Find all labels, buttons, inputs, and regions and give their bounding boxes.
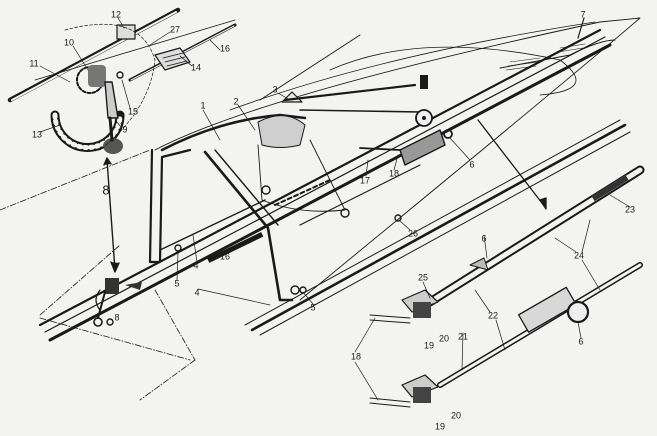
detail-leaders (354, 194, 631, 401)
callout-3: 3 (272, 84, 278, 95)
callout-9: 9 (122, 124, 128, 135)
callout-19a: 19 (423, 340, 435, 351)
callout-19b: 19 (434, 421, 446, 432)
callout-14: 14 (190, 62, 202, 73)
upper-slide-detail (369, 165, 645, 324)
callout-4a: 4 (194, 287, 200, 298)
callout-26: 26 (407, 228, 419, 239)
rear-pivot (359, 75, 453, 166)
callout-24: 24 (573, 250, 585, 261)
view-cone (0, 149, 196, 401)
callout-5b: 5 (310, 302, 316, 313)
lower-slide-detail (369, 262, 643, 408)
callout-6c: 6 (578, 336, 584, 347)
callout-6b: 6 (481, 233, 487, 244)
double-arrow-8 (103, 157, 120, 273)
callout-20a: 20 (438, 333, 450, 344)
canopy-outline (154, 17, 641, 301)
callout-2: 2 (233, 96, 239, 107)
callout-16a: 16 (219, 43, 231, 54)
callout-12: 12 (110, 9, 122, 20)
callout-18b: 18 (350, 351, 362, 362)
callout-8a: 8 (102, 182, 110, 198)
callout-18a: 18 (388, 168, 400, 179)
lower-crank (93, 278, 142, 327)
callout-10: 10 (63, 37, 75, 48)
callout-22: 22 (487, 310, 499, 321)
callout-13: 13 (31, 129, 43, 140)
callout-15: 15 (127, 106, 139, 117)
headrest (257, 115, 350, 218)
left-rail (38, 28, 612, 342)
right-rail (244, 119, 631, 336)
callout-16b: 16 (219, 251, 231, 262)
callout-11: 11 (29, 58, 39, 69)
callout-1: 1 (200, 100, 206, 111)
crank-detail (7, 7, 237, 154)
callout-5a: 5 (174, 278, 180, 289)
callout-8b: 8 (114, 312, 120, 323)
callout-17: 17 (359, 175, 371, 186)
callout-4b: 4 (193, 260, 199, 271)
callout-6a: 6 (469, 159, 475, 170)
callout-25: 25 (417, 272, 429, 283)
detail-arrow (477, 119, 547, 210)
callout-27: 27 (169, 24, 181, 35)
callout-21: 21 (457, 331, 469, 342)
windshield-frame (148, 113, 307, 302)
leader-lines (39, 17, 471, 306)
callout-7: 7 (580, 9, 586, 20)
callout-20b: 20 (450, 410, 462, 421)
callout-23: 23 (624, 204, 636, 215)
tail-fairing (499, 39, 616, 69)
